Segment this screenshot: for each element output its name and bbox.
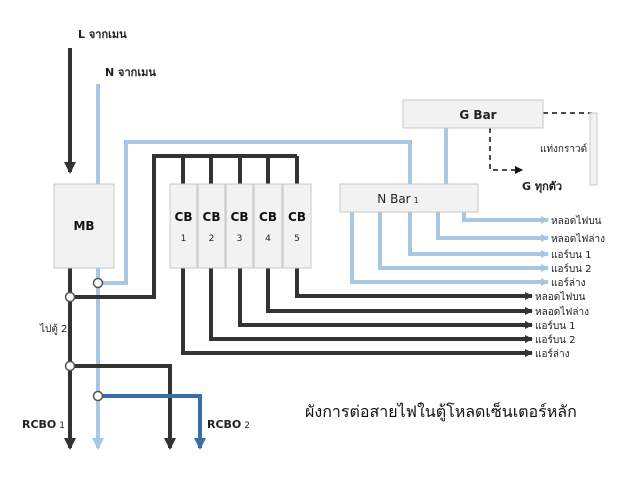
n-output-label: หลอดไฟล่าง: [551, 233, 605, 245]
n-output-3-line: [408, 212, 549, 258]
cb-5: CB 5: [282, 183, 312, 269]
n-output-label: แอร์บน 2: [551, 263, 592, 275]
l-output-3-line: [238, 268, 533, 329]
svg-text:CB: CB: [231, 210, 249, 224]
n-supply-label: N จากเมน: [105, 66, 156, 79]
n-output-label: หลอดไฟบน: [551, 215, 602, 227]
line-wiring: [64, 48, 533, 450]
n-output-5-line: [350, 212, 549, 286]
svg-text:CB: CB: [203, 210, 221, 224]
l-supply-label: L จากเมน: [78, 28, 127, 41]
n-output-label: แอร์บน 1: [551, 249, 592, 261]
l-output-5-line: [181, 268, 533, 357]
l-output-1-line: [295, 268, 533, 300]
diagram-title: ผังการต่อสายไฟในตู้โหลดเซ็นเตอร์หลัก: [305, 401, 577, 422]
ground-rod-label: แท่งกราวด์: [540, 143, 587, 155]
neutral-wiring: [92, 84, 549, 450]
junction-l-rcbo2: [64, 360, 76, 372]
n-output-label: แอร์ล่าง: [551, 277, 586, 289]
l-output-label: แอร์บน 1: [535, 320, 576, 332]
ground-wiring: [489, 112, 592, 174]
main-breaker: MB: [53, 183, 115, 269]
junctions: [64, 277, 104, 402]
junction-n-rcbo2: [92, 390, 104, 402]
cb-3: CB 3: [225, 183, 254, 269]
svg-text:3: 3: [237, 234, 243, 244]
g-all-label: G ทุกตัว: [522, 180, 562, 194]
l-rcbo2-line: [70, 364, 176, 450]
svg-text:CB: CB: [288, 210, 306, 224]
cb-4: CB 4: [253, 183, 283, 269]
cb-2: CB 2: [197, 183, 226, 269]
l-to-cb-bus-line: [70, 154, 297, 299]
circuit-breakers: CB 1 CB 2 CB 3 CB 4 CB 5: [169, 183, 312, 269]
svg-text:5: 5: [294, 234, 300, 244]
gbar-to-g-all-line: [489, 128, 523, 174]
g-bar-label: G Bar: [459, 108, 496, 122]
n-to-nbar-line: [98, 140, 412, 285]
junction-n-nbar: [92, 277, 104, 289]
l-output-label: หลอดไฟบน: [535, 291, 586, 303]
svg-text:CB: CB: [259, 210, 277, 224]
svg-text:4: 4: [265, 234, 271, 244]
l-output-2-line: [266, 268, 533, 315]
svg-text:1: 1: [181, 234, 187, 244]
n-output-1-line: [462, 212, 549, 224]
svg-text:2: 2: [209, 234, 215, 244]
svg-text:CB: CB: [175, 210, 193, 224]
n-output-labels: หลอดไฟบน หลอดไฟล่าง แอร์บน 1 แอร์บน 2 แอ…: [551, 215, 605, 289]
l-output-label: หลอดไฟล่าง: [535, 306, 589, 318]
l-output-labels: หลอดไฟบน หลอดไฟล่าง แอร์บน 1 แอร์บน 2 แอ…: [535, 291, 589, 360]
l-output-4-line: [209, 268, 533, 343]
to-panel-label: ไปตู้ 2: [39, 323, 67, 335]
l-output-label: แอร์ล่าง: [535, 348, 570, 360]
l-output-label: แอร์บน 2: [535, 334, 576, 346]
n-output-4-line: [378, 212, 549, 272]
junction-l-cb-bus: [64, 291, 76, 303]
n-rcbo2-line: [98, 394, 206, 450]
g-bar: G Bar: [402, 99, 544, 129]
cb-1: CB 1: [169, 183, 198, 269]
ground-rod: [589, 112, 598, 186]
main-breaker-label: MB: [73, 219, 94, 233]
n-output-2-line: [436, 212, 549, 242]
